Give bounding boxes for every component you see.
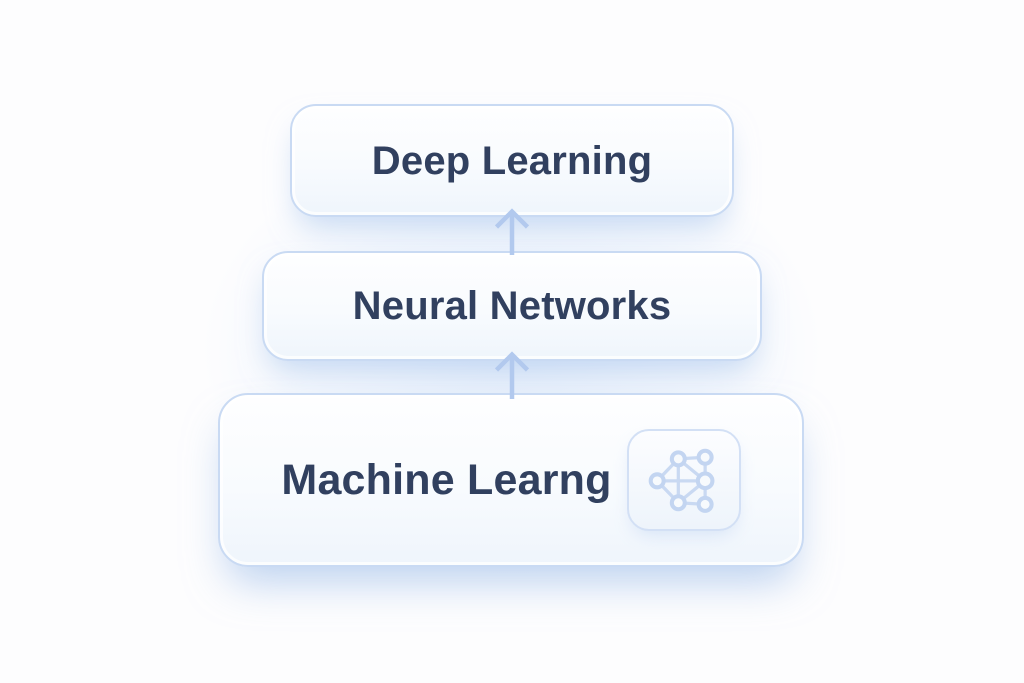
node-label-deep-learning: Deep Learning [371,138,653,183]
node-card-deep-learning: Deep Learning [290,104,734,217]
node-label-neural-networks: Neural Networks [352,284,672,328]
arrow-up-icon [494,351,530,399]
node-card-machine-learning: Machine Learng [218,393,804,567]
network-icon-card [626,429,741,531]
node-label-machine-learning: Machine Learng [281,455,612,504]
network-graph-icon [648,448,715,513]
arrow-up-icon [494,208,530,255]
node-card-neural-networks: Neural Networks [262,251,762,361]
